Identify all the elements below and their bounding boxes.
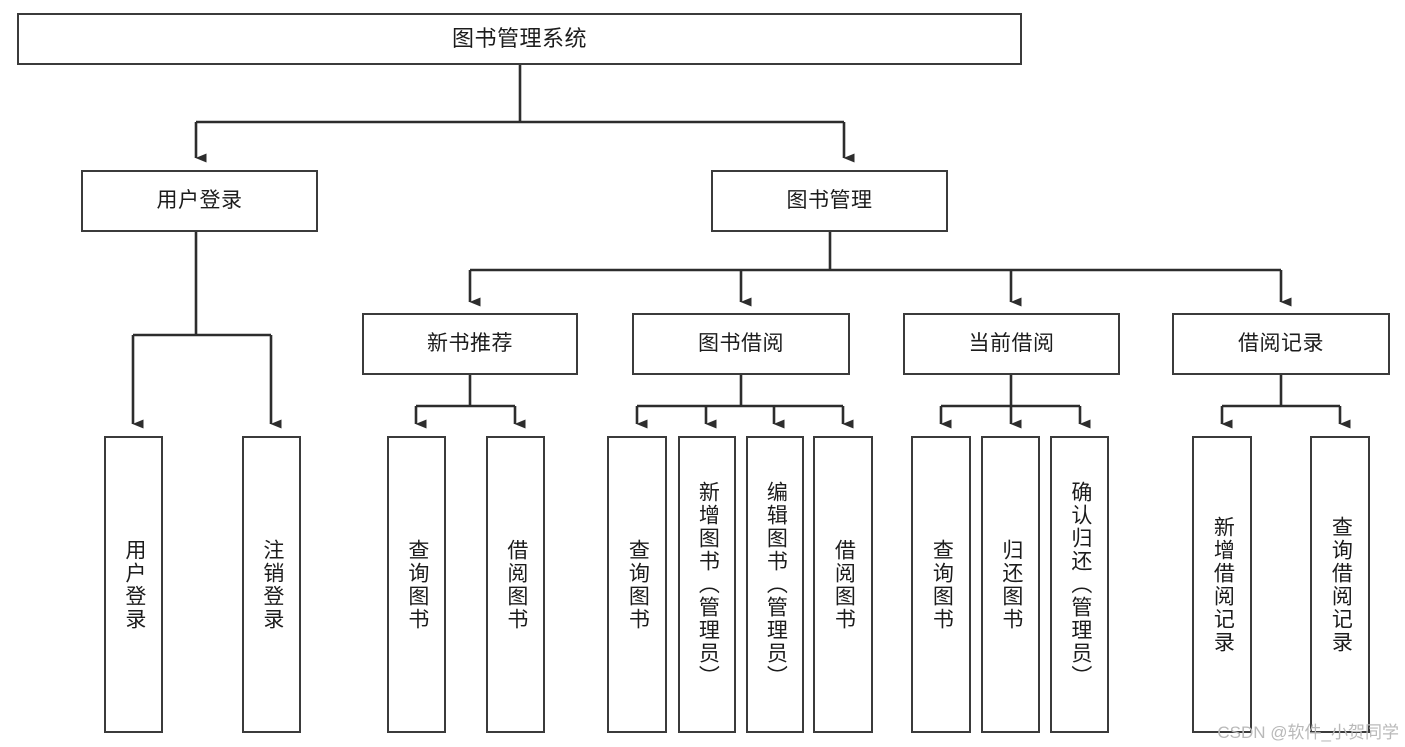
node-label: 查询借阅记录 <box>1329 515 1353 654</box>
node-label: 图书管理系统 <box>451 26 587 52</box>
node-book-management[interactable]: 图书管理 <box>711 170 948 232</box>
leaf-query-borrow-record[interactable]: 查询借阅记录 <box>1310 436 1370 733</box>
node-label: 用户登录 <box>156 188 243 212</box>
leaf-confirm-return-admin[interactable]: 确认归还（管理员） <box>1050 436 1109 733</box>
node-label: 借阅记录 <box>1238 331 1324 355</box>
node-label: 图书管理 <box>786 188 873 212</box>
node-new-book-recommendation[interactable]: 新书推荐 <box>362 313 578 375</box>
node-label: 查询图书 <box>626 538 650 631</box>
node-label: 图书借阅 <box>698 331 784 355</box>
node-label: 借阅图书 <box>504 538 528 631</box>
leaf-borrow-book-newbook[interactable]: 借阅图书 <box>486 436 545 733</box>
leaf-query-book-borrow[interactable]: 查询图书 <box>607 436 667 733</box>
csdn-watermark: CSDN @软件_小贺同学 <box>1217 723 1399 742</box>
node-label: 借阅图书 <box>832 538 856 631</box>
node-label: 用户登录 <box>122 538 146 631</box>
node-root-book-management-system[interactable]: 图书管理系统 <box>17 13 1022 65</box>
node-label: 新书推荐 <box>427 331 513 355</box>
node-label: 查询图书 <box>405 538 429 631</box>
leaf-borrow-book-borrow[interactable]: 借阅图书 <box>813 436 873 733</box>
node-borrowing-record[interactable]: 借阅记录 <box>1172 313 1390 375</box>
node-book-borrowing[interactable]: 图书借阅 <box>632 313 850 375</box>
leaf-user-logout[interactable]: 注销登录 <box>242 436 301 733</box>
leaf-return-book[interactable]: 归还图书 <box>981 436 1040 733</box>
node-label: 确认归还（管理员） <box>1068 481 1092 688</box>
leaf-query-book-current[interactable]: 查询图书 <box>911 436 971 733</box>
node-label: 归还图书 <box>999 538 1023 631</box>
node-user-login[interactable]: 用户登录 <box>81 170 318 232</box>
node-label: 新增图书（管理员） <box>696 481 720 688</box>
leaf-user-login[interactable]: 用户登录 <box>104 436 163 733</box>
node-current-borrowing[interactable]: 当前借阅 <box>903 313 1120 375</box>
leaf-add-borrow-record[interactable]: 新增借阅记录 <box>1192 436 1252 733</box>
node-label: 编辑图书（管理员） <box>764 481 788 688</box>
node-label: 新增借阅记录 <box>1211 515 1235 654</box>
leaf-edit-book-admin[interactable]: 编辑图书（管理员） <box>746 436 804 733</box>
node-label: 注销登录 <box>260 538 284 631</box>
node-label: 查询图书 <box>930 538 954 631</box>
leaf-add-book-admin[interactable]: 新增图书（管理员） <box>678 436 736 733</box>
node-label: 当前借阅 <box>968 331 1055 355</box>
leaf-query-book-newbook[interactable]: 查询图书 <box>387 436 446 733</box>
